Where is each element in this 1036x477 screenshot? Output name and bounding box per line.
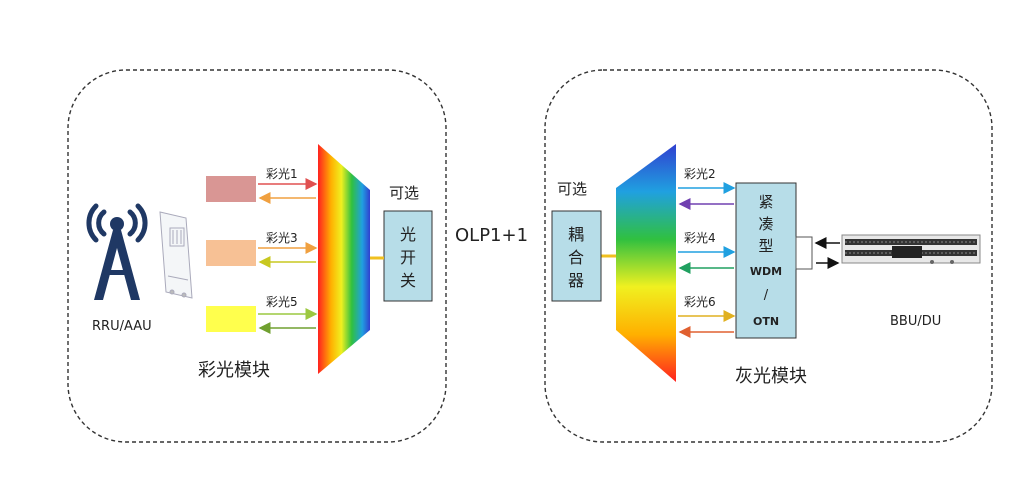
channel-label-3: 彩光3 <box>266 231 298 245</box>
wdm-char-2: 凑 <box>758 215 773 233</box>
wdm-char-3: 型 <box>758 237 773 255</box>
rru-panel-icon <box>159 211 193 299</box>
color-module-5 <box>206 306 256 332</box>
rru-aau-label: RRU/AAU <box>92 319 152 334</box>
wdm-otn-box <box>735 182 797 339</box>
bbu-du-label: BBU/DU <box>890 314 941 329</box>
right-group-title: 灰光模块 <box>735 366 807 387</box>
color-module-3 <box>206 240 256 266</box>
right-mux-trapezoid <box>616 144 676 382</box>
olp-link-label: OLP1+1 <box>455 225 528 246</box>
channel-label-4: 彩光4 <box>684 231 716 245</box>
channel-label-2: 彩光2 <box>684 167 716 181</box>
right-channel-arrows <box>678 182 736 338</box>
bbu-du-equipment-icon <box>841 234 981 264</box>
coupler-char-1: 耦 <box>568 225 584 244</box>
coupler-char-3: 器 <box>568 271 584 290</box>
channel-label-6: 彩光6 <box>684 295 716 309</box>
right-group-border <box>544 69 993 443</box>
wdm-char-1: 紧 <box>758 193 773 211</box>
fiber-links <box>370 248 616 268</box>
optical-switch-char-1: 光 <box>400 225 416 244</box>
coupler-char-2: 合 <box>568 248 584 267</box>
left-group-title: 彩光模块 <box>198 360 270 381</box>
wdm-text: WDM <box>750 265 782 278</box>
coupler-box <box>551 210 602 302</box>
otn-text: OTN <box>753 315 779 328</box>
optional-label-right: 可选 <box>557 180 587 198</box>
antenna-tower-icon <box>86 203 148 243</box>
channel-label-5: 彩光5 <box>266 295 298 309</box>
optical-switch-box <box>383 210 433 302</box>
channel-label-1: 彩光1 <box>266 167 298 181</box>
tower-body-icon <box>94 217 140 300</box>
left-channel-arrows <box>258 178 318 334</box>
optical-switch-char-2: 开 <box>400 248 416 267</box>
port-box <box>795 236 813 270</box>
optical-switch-char-3: 关 <box>400 271 416 290</box>
optional-label-left: 可选 <box>389 184 419 202</box>
left-mux-trapezoid <box>318 144 370 374</box>
wdm-slash: / <box>764 288 769 303</box>
color-module-1 <box>206 176 256 202</box>
